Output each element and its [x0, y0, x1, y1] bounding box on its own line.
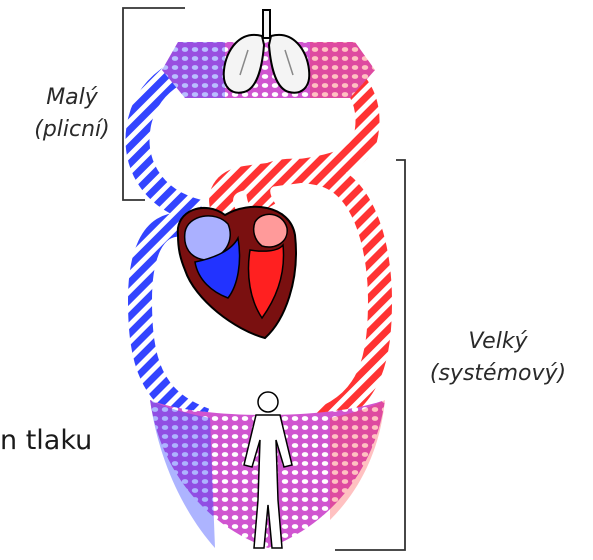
pulmonary-circuit-sub: (plicní)	[22, 114, 122, 146]
body-capillary-right-tint	[330, 400, 385, 520]
body-capillary-left-tint	[150, 400, 215, 548]
systemic-circuit-label: Velký (systémový)	[412, 326, 584, 390]
heart-icon	[178, 207, 296, 338]
systemic-circuit-sub: (systémový)	[412, 358, 584, 390]
pulmonary-circuit-label: Malý (plicní)	[22, 82, 122, 146]
left-atrium	[254, 214, 288, 247]
cropped-text: n tlaku	[0, 425, 92, 456]
pulmonary-circuit-name: Malý	[22, 82, 122, 114]
systemic-circuit-name: Velký	[412, 326, 584, 358]
